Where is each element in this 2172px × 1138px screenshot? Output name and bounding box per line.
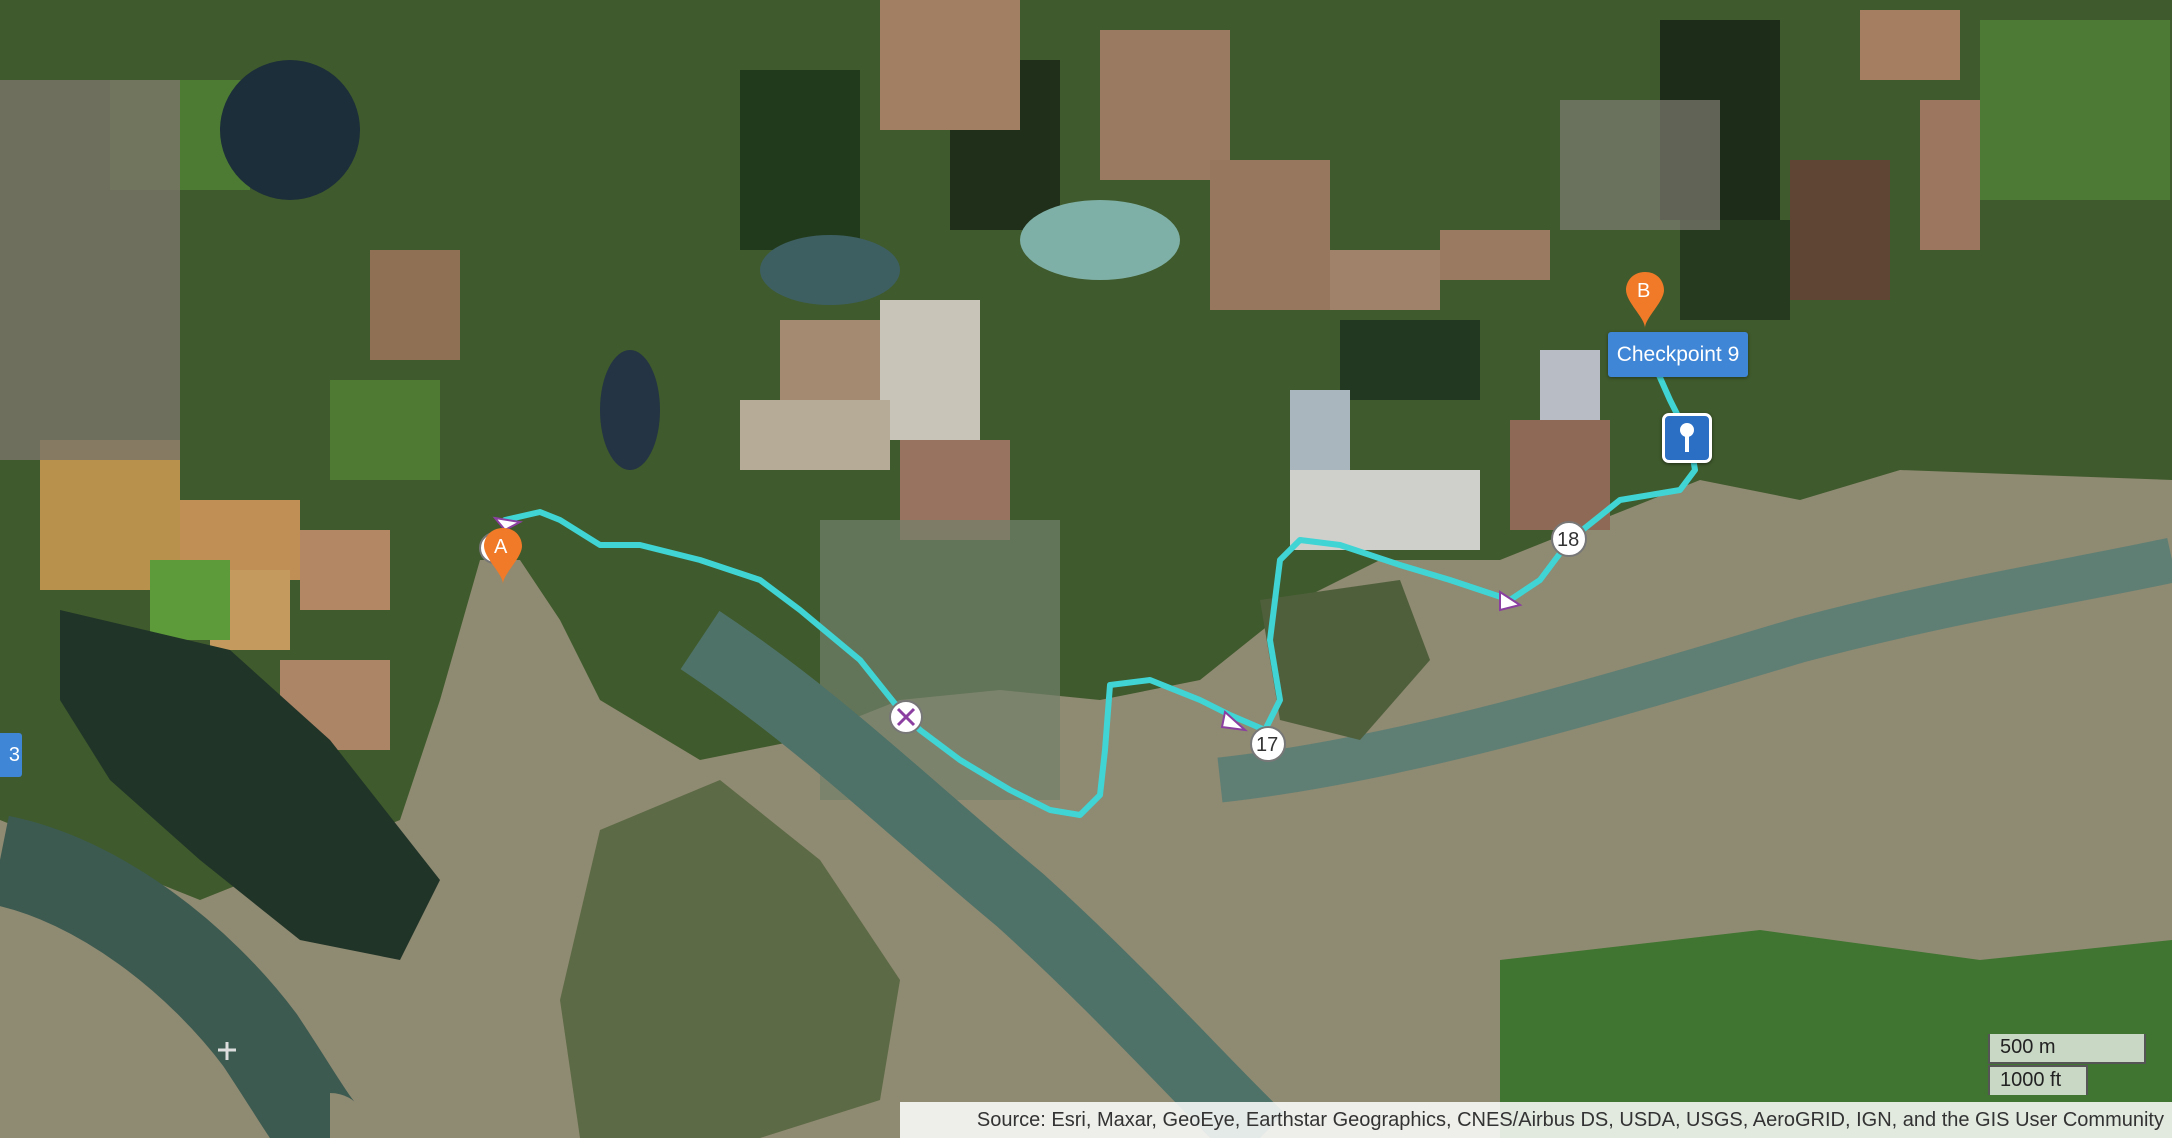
- field: [1100, 30, 1230, 180]
- field: [150, 560, 230, 640]
- field: [740, 70, 860, 250]
- waypoint-17-label: 17: [1256, 734, 1278, 756]
- field: [370, 250, 460, 360]
- direction-arrow: [1220, 710, 1249, 732]
- lake: [60, 610, 440, 960]
- town-area: [1560, 100, 1720, 230]
- field: [300, 530, 390, 610]
- direction-arrow: [492, 516, 524, 532]
- lake: [600, 350, 660, 470]
- estuary-channel: [1217, 538, 2172, 803]
- field: [1210, 160, 1330, 310]
- field: [1440, 230, 1550, 280]
- scale-bar-metric: 500 m: [1988, 1034, 2146, 1064]
- waypoint-17-marker[interactable]: [1250, 726, 1286, 762]
- aircraft-icon: [218, 1042, 236, 1060]
- end-pin-label: B: [1637, 280, 1650, 302]
- checkpoint-label[interactable]: Checkpoint 9: [1608, 332, 1748, 377]
- lake: [760, 235, 900, 305]
- field: [1330, 250, 1440, 310]
- field: [740, 400, 890, 470]
- lake: [220, 60, 360, 200]
- start-pin-marker[interactable]: [484, 528, 522, 584]
- salt-marsh: [1260, 580, 1430, 740]
- field: [330, 380, 440, 480]
- lake: [1020, 200, 1180, 280]
- estuary-channel: [680, 610, 1285, 1138]
- side-panel-tab[interactable]: 3: [0, 733, 22, 777]
- field: [1340, 320, 1480, 400]
- town-area: [0, 80, 180, 460]
- field: [1540, 350, 1600, 420]
- waypoint-18-marker[interactable]: [1551, 521, 1587, 557]
- waypoint-18-label: 18: [1557, 529, 1579, 551]
- checkpoint-key-marker[interactable]: [1662, 413, 1712, 463]
- direction-arrow: [1499, 590, 1523, 612]
- crossing-icon: [896, 707, 916, 727]
- field: [1290, 390, 1350, 470]
- key-icon: [1680, 423, 1694, 452]
- end-pin-marker[interactable]: [1626, 272, 1664, 328]
- salt-marsh: [560, 780, 900, 1138]
- field: [1980, 20, 2170, 200]
- field: [1860, 10, 1960, 80]
- estuary-channel: [0, 815, 357, 1138]
- field: [1290, 470, 1480, 550]
- field: [880, 300, 980, 440]
- field: [880, 0, 1020, 130]
- field: [1680, 220, 1790, 320]
- field: [1920, 100, 1980, 250]
- scale-bar-imperial: 1000 ft: [1988, 1065, 2088, 1095]
- map-attribution: Source: Esri, Maxar, GeoEye, Earthstar G…: [900, 1102, 2172, 1138]
- start-pin-label: A: [494, 536, 508, 558]
- field: [1790, 160, 1890, 300]
- field: [1510, 420, 1610, 530]
